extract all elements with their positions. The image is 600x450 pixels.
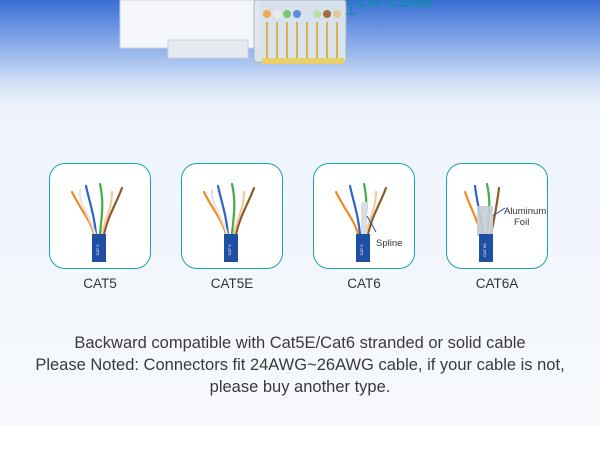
cable-card-cat5: CAT 5 <box>49 163 151 269</box>
cat6-cable-icon: CAT 6 Spline <box>334 182 402 262</box>
cable-label-cat6: CAT6 <box>347 276 381 291</box>
bottom-strip <box>0 426 600 450</box>
aluminum-callout: Aluminum <box>504 206 546 217</box>
compat-note: Backward compatible with Cat5E/Cat6 stra… <box>74 334 526 352</box>
foil-callout: Foil <box>514 217 529 228</box>
awg-note: Please Noted: Connectors fit 24AWG~26AWG… <box>35 356 565 374</box>
cable-label-cat5: CAT5 <box>83 276 117 291</box>
cable-card-cat5e: CAT 5 <box>181 163 283 269</box>
cat6-jacket-text: CAT 6 <box>359 244 364 256</box>
top-banner: 1.05~1.15mm <box>0 0 600 108</box>
awg-note-continued: please buy another type. <box>209 378 391 396</box>
cat5-cable-icon: CAT 5 <box>70 182 124 262</box>
cat5-jacket-text: CAT 5 <box>95 244 100 256</box>
cable-card-cat6: CAT 6 Spline <box>313 163 415 269</box>
cat6a-jacket-text: CAT 6A <box>482 243 487 257</box>
cable-label-cat6a: CAT6A <box>475 276 519 291</box>
measure-label: 1.05~1.15mm <box>358 0 434 10</box>
cat5e-cable-icon: CAT 5 <box>202 182 256 262</box>
cable-card-cat6a: CAT 6A Aluminum Foil <box>446 163 548 269</box>
cat6a-cable-icon: CAT 6A Aluminum Foil <box>463 182 546 262</box>
spline-callout: Spline <box>376 238 402 249</box>
rj45-connector-image <box>119 0 356 64</box>
cable-label-cat5e: CAT5E <box>210 276 254 291</box>
cat5e-jacket-text: CAT 5 <box>227 244 232 256</box>
